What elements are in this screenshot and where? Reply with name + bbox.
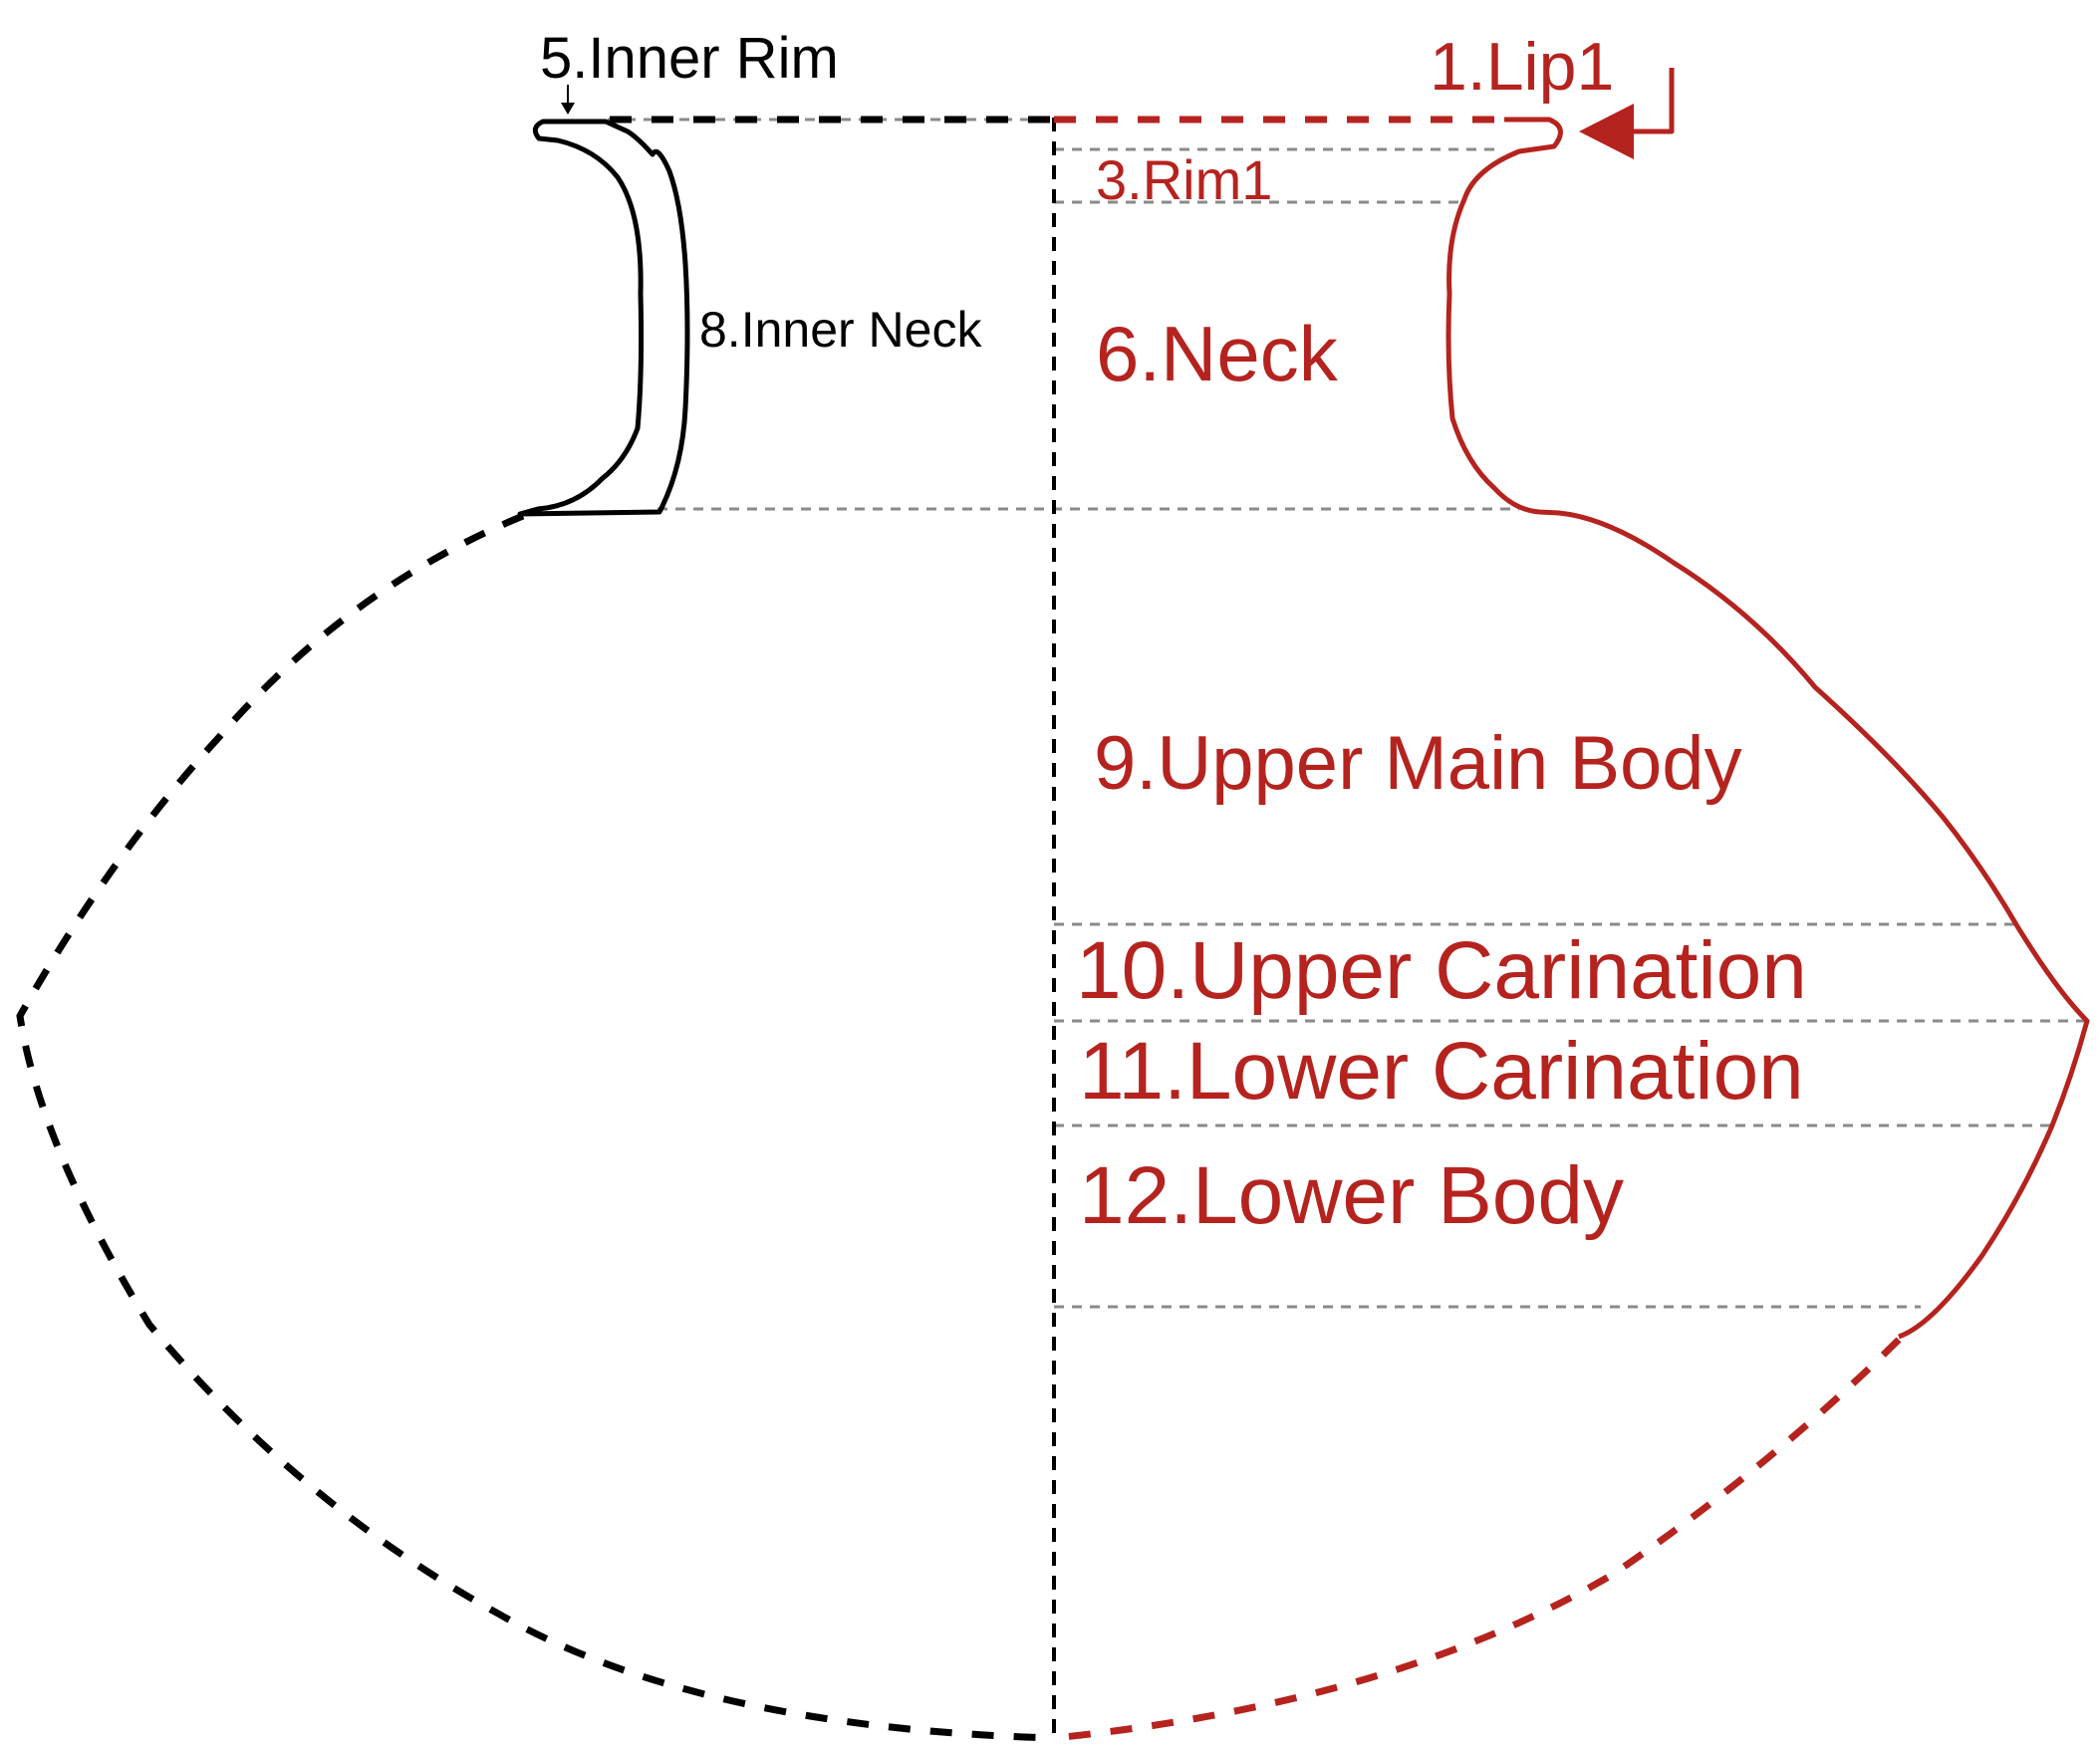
label-neck: 6.Neck <box>1096 310 1339 397</box>
inner-rim-arrow-head <box>561 103 575 115</box>
label-rim1: 3.Rim1 <box>1096 148 1272 211</box>
label-lower-carination: 11.Lower Carination <box>1079 1026 1804 1117</box>
label-lower-body: 12.Lower Body <box>1079 1150 1624 1241</box>
right-vessel-profile <box>1445 117 2090 1340</box>
label-inner-neck: 8.Inner Neck <box>699 302 982 358</box>
lip1-arrow-head <box>1579 104 1634 159</box>
left-rim-neck-section <box>517 119 690 517</box>
right-body-dashed <box>1053 1337 1902 1742</box>
label-lip1: 1.Lip1 <box>1430 29 1614 105</box>
label-upper-main-body: 9.Upper Main Body <box>1094 721 1742 806</box>
label-upper-carination: 10.Upper Carination <box>1076 925 1807 1016</box>
lip1-arrow <box>1579 68 1675 159</box>
zone-guide-lines <box>608 118 2087 1309</box>
label-inner-rim: 5.Inner Rim <box>540 26 839 91</box>
inner-rim-arrow <box>561 85 575 115</box>
left-body-dashed <box>16 512 1055 1742</box>
